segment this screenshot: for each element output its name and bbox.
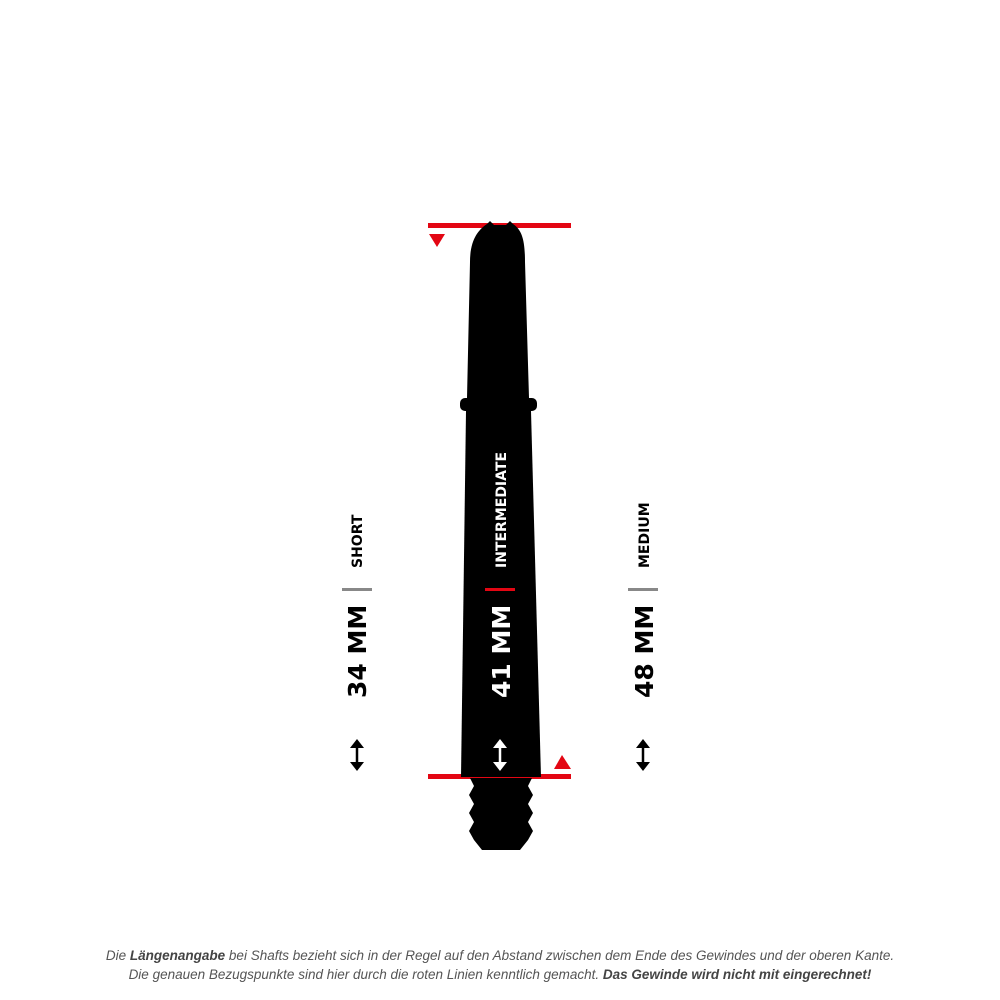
size-name-short: SHORT [350,514,366,568]
footnote-line-1: Die Längenangabe bei Shafts bezieht sich… [0,946,1000,965]
separator-intermediate [485,588,515,591]
footnote-line-2: Die genauen Bezugspunkte sind hier durch… [0,965,1000,984]
note-emphasis: Längenangabe [129,948,226,963]
size-length-intermediate: 41 MM [487,605,516,698]
separator-medium [628,588,658,591]
size-name-medium: MEDIUM [637,502,653,568]
size-length-short: 34 MM [343,605,372,698]
up-triangle-marker-icon [554,755,571,769]
dart-shaft [460,221,541,850]
size-name-intermediate: INTERMEDIATE [494,452,510,568]
note-text: Die genauen Bezugspunkte sind hier durch… [128,967,603,982]
down-triangle-marker-icon [429,234,445,247]
footnote: Die Längenangabe bei Shafts bezieht sich… [0,946,1000,984]
note-emphasis: Das Gewinde wird nicht mit eingerechnet! [602,967,872,982]
double-arrow-icon [636,739,650,771]
double-arrow-icon [350,739,364,771]
note-text: Die [105,948,130,963]
note-text: bei Shafts bezieht sich in der Regel auf… [225,948,895,963]
size-length-medium: 48 MM [630,605,659,698]
separator-short [342,588,372,591]
double-arrow-icon [493,739,507,771]
